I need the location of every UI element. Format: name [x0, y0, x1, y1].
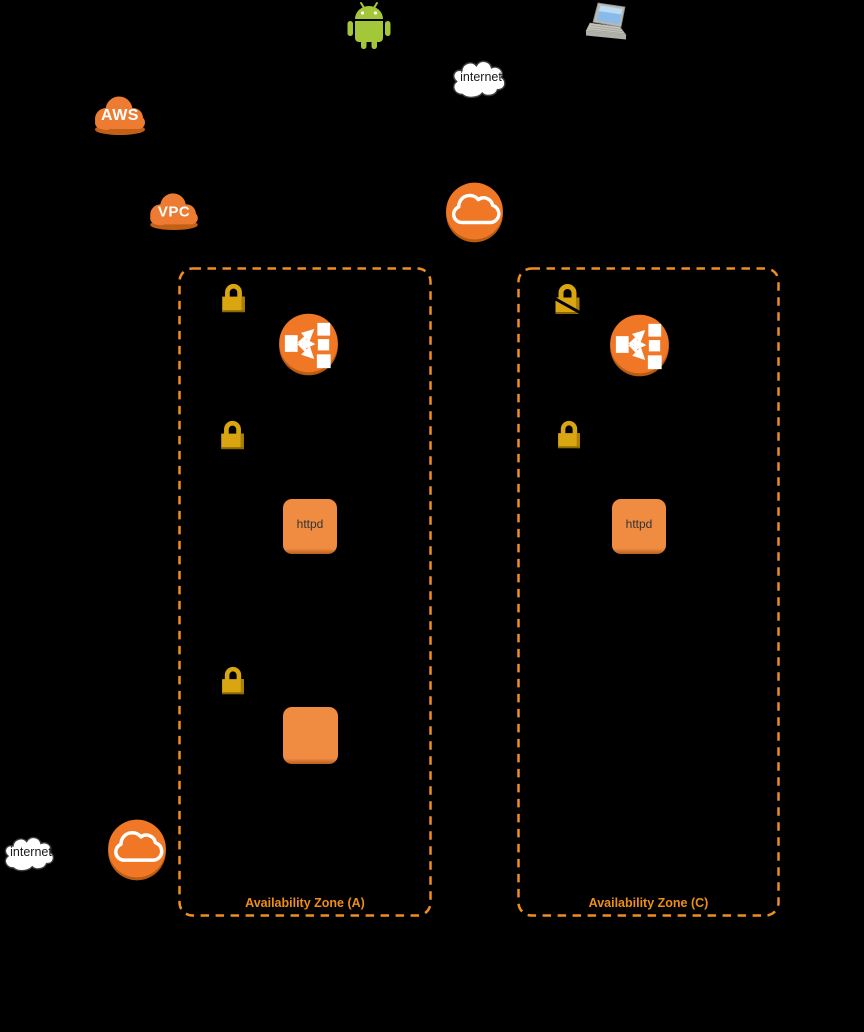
- availability-zone-c-label: Availability Zone (C): [588, 896, 709, 910]
- security-group-lock-icon: [218, 664, 248, 697]
- android-icon: [346, 0, 392, 50]
- vpc-cloud-label: VPC: [157, 203, 191, 221]
- internet-gateway-icon: [444, 182, 505, 243]
- ec2-instance-httpd: httpd: [283, 499, 337, 554]
- security-group-lock-icon: [217, 418, 248, 452]
- availability-zone-a-label: Availability Zone (A): [245, 896, 365, 910]
- security-group-lock-icon: [218, 281, 249, 315]
- vpn-gateway-icon: [106, 819, 168, 881]
- ec2-instance-httpd-label: httpd: [296, 516, 324, 531]
- ec2-instance-httpd-label: httpd: [625, 516, 653, 531]
- ec2-instance-plain: [283, 707, 338, 764]
- elastic-load-balancer-icon: [608, 314, 671, 377]
- internet-cloud-bottom-label: internet: [10, 845, 52, 860]
- laptop-icon: [585, 2, 633, 46]
- availability-zone-a: httpd Availability Zone (A): [178, 267, 432, 917]
- internet-cloud-top-label: internet: [460, 70, 502, 85]
- internet-cloud-bottom: internet: [0, 829, 62, 873]
- aws-cloud-label: AWS: [101, 106, 139, 124]
- availability-zone-a-border: [178, 267, 432, 917]
- aws-cloud-icon: AWS: [91, 94, 149, 136]
- availability-zone-c: httpd Availability Zone (C): [517, 267, 780, 917]
- ec2-instance-httpd: httpd: [612, 499, 666, 554]
- vpc-cloud-icon: VPC: [145, 191, 203, 231]
- elastic-load-balancer-icon: [277, 313, 340, 376]
- internet-cloud-top: internet: [448, 52, 514, 100]
- availability-zone-c-border: [517, 267, 780, 917]
- security-group-lock-icon: [554, 418, 584, 451]
